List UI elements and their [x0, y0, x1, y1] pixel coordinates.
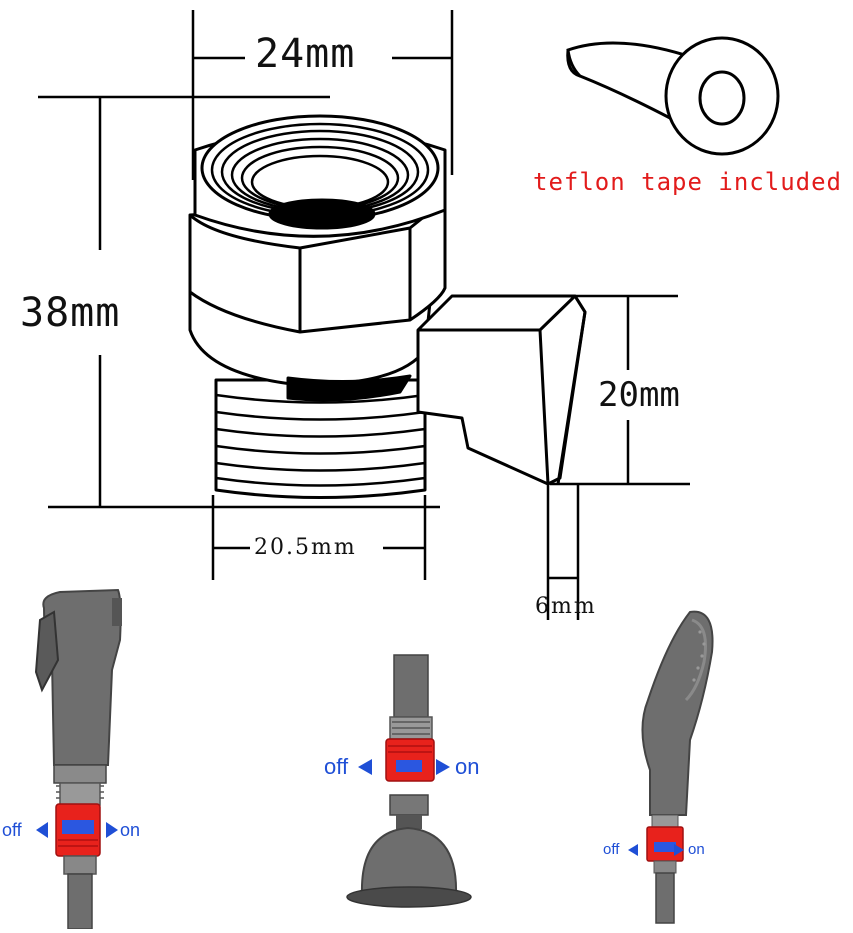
bidet-off-label: off: [2, 820, 22, 840]
hand-shower: [628, 610, 714, 924]
bidet-on-label: on: [120, 820, 141, 840]
dim-handle-height: 20mm: [598, 375, 680, 415]
bidet-sprayer: [34, 588, 122, 930]
shower-off-label: off: [324, 754, 349, 779]
dimension-lines: [38, 10, 690, 620]
off-arrow-icon: [36, 822, 48, 838]
on-arrow-icon: [106, 822, 118, 838]
dim-thread-width: 20.5mm: [254, 535, 357, 560]
shower-on-label: on: [455, 754, 480, 779]
hand-shower-off-label: off: [603, 841, 620, 858]
teflon-tape-icon: [566, 36, 780, 156]
on-arrow-icon: [436, 759, 450, 775]
shower-dome: [360, 826, 458, 896]
off-arrow-icon: [358, 759, 372, 775]
off-arrow-icon: [628, 844, 638, 856]
on-arrow-icon: [674, 844, 684, 856]
teflon-tape-note: teflon tape included: [533, 168, 842, 196]
dim-handle-thickness: 6mm: [535, 594, 597, 619]
sprayer-trigger: [34, 610, 60, 693]
hand-shower-on-label: on: [688, 841, 705, 858]
dim-top-width: 24mm: [255, 31, 356, 77]
fitting-drawing: [188, 114, 587, 499]
shower-head: [346, 654, 472, 908]
hand-shower-body: [641, 610, 714, 816]
dim-height: 38mm: [20, 290, 121, 336]
